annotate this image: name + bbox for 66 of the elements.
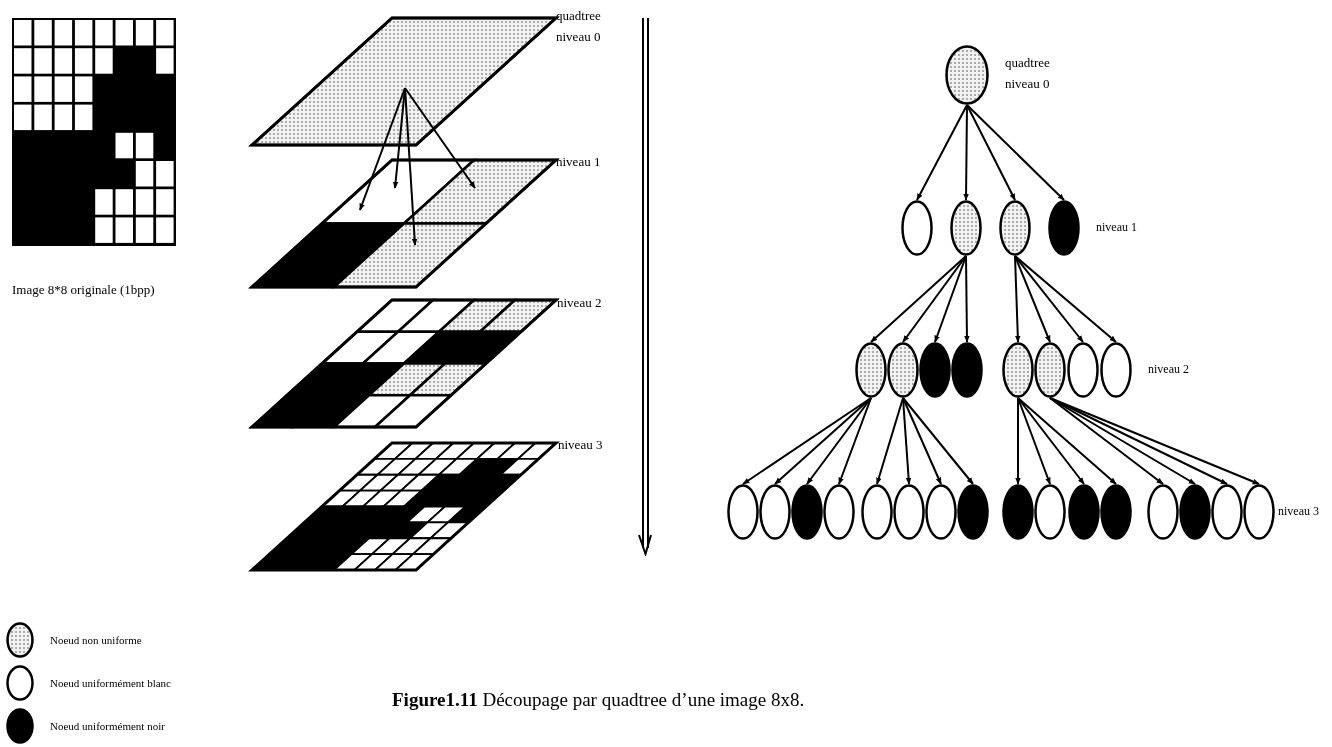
arrow	[1049, 397, 1164, 485]
arrow	[1017, 397, 1117, 485]
level-label: niveau 1	[1096, 219, 1137, 236]
arrow	[963, 104, 969, 201]
empty-tree-node	[823, 484, 855, 540]
filled-tree-node	[1068, 484, 1100, 540]
arrow	[806, 397, 872, 485]
legend-text: Noeud non uniforme	[50, 633, 142, 648]
arrow	[1015, 397, 1021, 485]
arrow	[1014, 255, 1021, 343]
arrow	[1049, 397, 1260, 485]
arrow	[1014, 255, 1084, 343]
arrow	[1014, 255, 1117, 343]
arrow	[1049, 397, 1196, 485]
dotted-tree-node	[1034, 342, 1066, 398]
empty-tree-node	[1067, 342, 1099, 398]
filled-tree-node	[951, 342, 983, 398]
filled-tree-node	[919, 342, 951, 398]
empty-tree-node	[1147, 484, 1179, 540]
filled-tree-node	[1002, 484, 1034, 540]
arrow	[1014, 255, 1051, 343]
filled-tree-node	[1179, 484, 1211, 540]
level-label: niveau 1	[556, 153, 602, 171]
empty-tree-node	[727, 484, 759, 540]
empty-tree-node	[1100, 342, 1132, 398]
filled-tree-node	[1100, 484, 1132, 540]
level-label: quadtree niveau 0	[1005, 54, 1051, 93]
legend-text: Noeud uniformément noir	[50, 719, 165, 734]
dotted-tree-node	[999, 200, 1031, 256]
arrow	[902, 397, 974, 485]
arrow	[774, 397, 872, 485]
arrow	[742, 397, 872, 485]
arrow	[1017, 397, 1085, 485]
figure-caption: Figure1.11 Découpage par quadtree d’une image 8x8.	[392, 688, 805, 712]
empty-tree-node	[759, 484, 791, 540]
dotted-tree-node	[945, 45, 989, 105]
arrow	[870, 255, 967, 343]
arrow	[902, 397, 942, 485]
empty-tree-node	[893, 484, 925, 540]
level-label: niveau 2	[1148, 361, 1189, 378]
arrow	[838, 397, 872, 485]
arrow	[964, 255, 970, 343]
empty-tree-node	[1034, 484, 1066, 540]
level-label: quadtree niveau 0	[556, 7, 602, 46]
dotted-tree-node	[887, 342, 919, 398]
filled-tree-node	[791, 484, 823, 540]
empty-tree-node	[925, 484, 957, 540]
level-label: niveau 2	[557, 294, 603, 312]
empty-tree-node	[861, 484, 893, 540]
dotted-tree-node	[1002, 342, 1034, 398]
arrow	[876, 397, 904, 485]
level-label: niveau 3	[1278, 503, 1319, 520]
arrow	[902, 255, 967, 343]
dotted-tree-node	[855, 342, 887, 398]
arrow	[916, 104, 968, 201]
empty-tree-node	[1243, 484, 1275, 540]
legend-text: Noeud uniformément blanc	[50, 676, 171, 691]
arrow	[966, 104, 1016, 201]
filled-tree-node	[957, 484, 989, 540]
empty-tree-node	[1211, 484, 1243, 540]
arrow	[966, 104, 1065, 201]
level-label: niveau 3	[558, 436, 604, 454]
dotted-tree-node	[950, 200, 982, 256]
empty-tree-node	[901, 200, 933, 256]
filled-tree-node	[1048, 200, 1080, 256]
level-label: Image 8*8 originale (1bpp)	[12, 281, 156, 299]
